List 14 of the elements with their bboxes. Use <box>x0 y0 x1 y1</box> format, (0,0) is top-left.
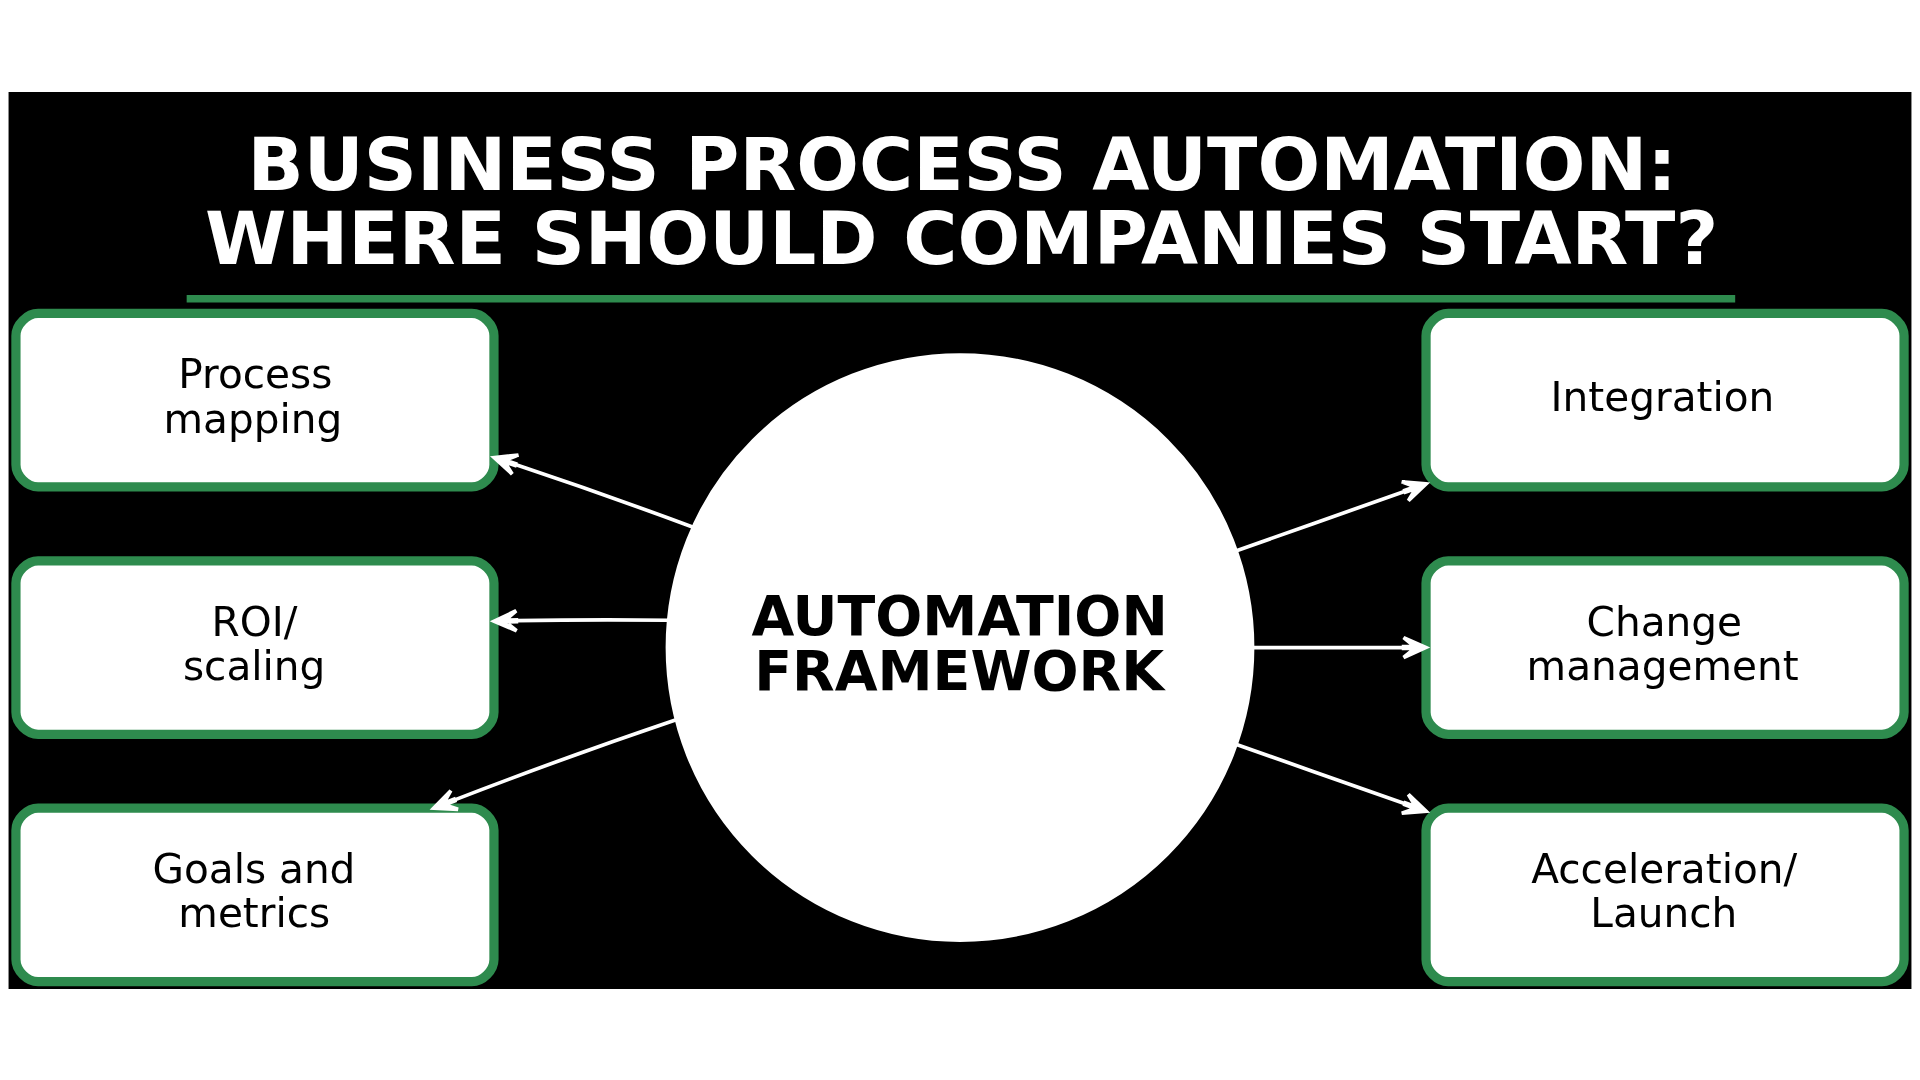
node-box: Goals and metrics <box>11 803 499 986</box>
node-box: Process mapping <box>11 308 499 492</box>
node-box: Acceleration/ Launch <box>1421 803 1909 986</box>
arrow <box>1235 479 1428 552</box>
node-box: Change management <box>1421 555 1909 739</box>
arrow <box>431 717 677 811</box>
arrow <box>492 452 694 529</box>
node-box: ROI/ scaling <box>11 555 499 739</box>
arrow <box>492 608 669 633</box>
diagram-title: BUSINESS PROCESS AUTOMATION: WHERE SHOULD COMPANIES START? <box>205 120 1719 281</box>
node-box: Integration <box>1421 308 1909 492</box>
arrow <box>1235 742 1428 815</box>
node-circle: AUTOMATION FRAMEWORK <box>665 352 1255 942</box>
arrow <box>1252 635 1428 659</box>
